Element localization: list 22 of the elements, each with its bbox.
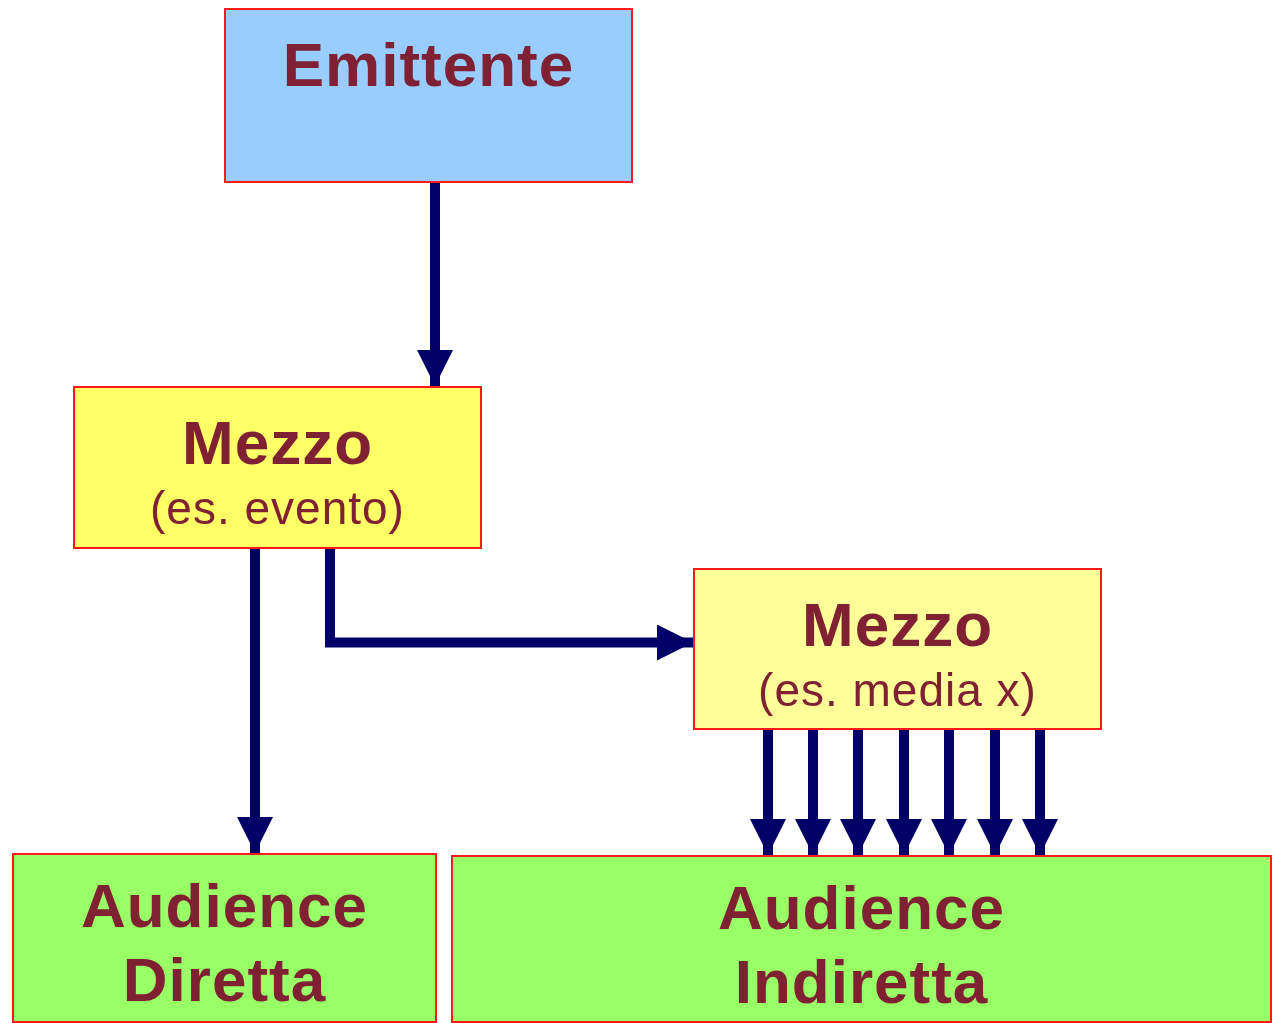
box-title: Mezzo bbox=[801, 589, 994, 661]
arrow bbox=[886, 730, 922, 855]
text-box bbox=[73, 386, 482, 549]
text-box bbox=[224, 8, 633, 183]
arrow bbox=[931, 730, 967, 855]
box-title: Emittente bbox=[281, 29, 576, 101]
box-title: Audience Diretta bbox=[79, 870, 370, 1016]
arrow bbox=[840, 730, 876, 855]
text-box bbox=[451, 855, 1272, 1023]
arrow bbox=[237, 549, 273, 853]
arrow bbox=[977, 730, 1013, 855]
arrow bbox=[1022, 730, 1058, 855]
arrow bbox=[795, 730, 831, 855]
text-box bbox=[12, 853, 437, 1023]
box-title: Mezzo bbox=[181, 407, 374, 479]
box-title: Audience Indiretta bbox=[716, 872, 1007, 1018]
arrow bbox=[750, 730, 786, 855]
box-subtitle: (es. evento) bbox=[149, 481, 406, 536]
arrow bbox=[325, 549, 693, 661]
text-box bbox=[693, 568, 1102, 730]
arrow bbox=[417, 183, 453, 386]
box-subtitle: (es. media x) bbox=[757, 663, 1038, 718]
